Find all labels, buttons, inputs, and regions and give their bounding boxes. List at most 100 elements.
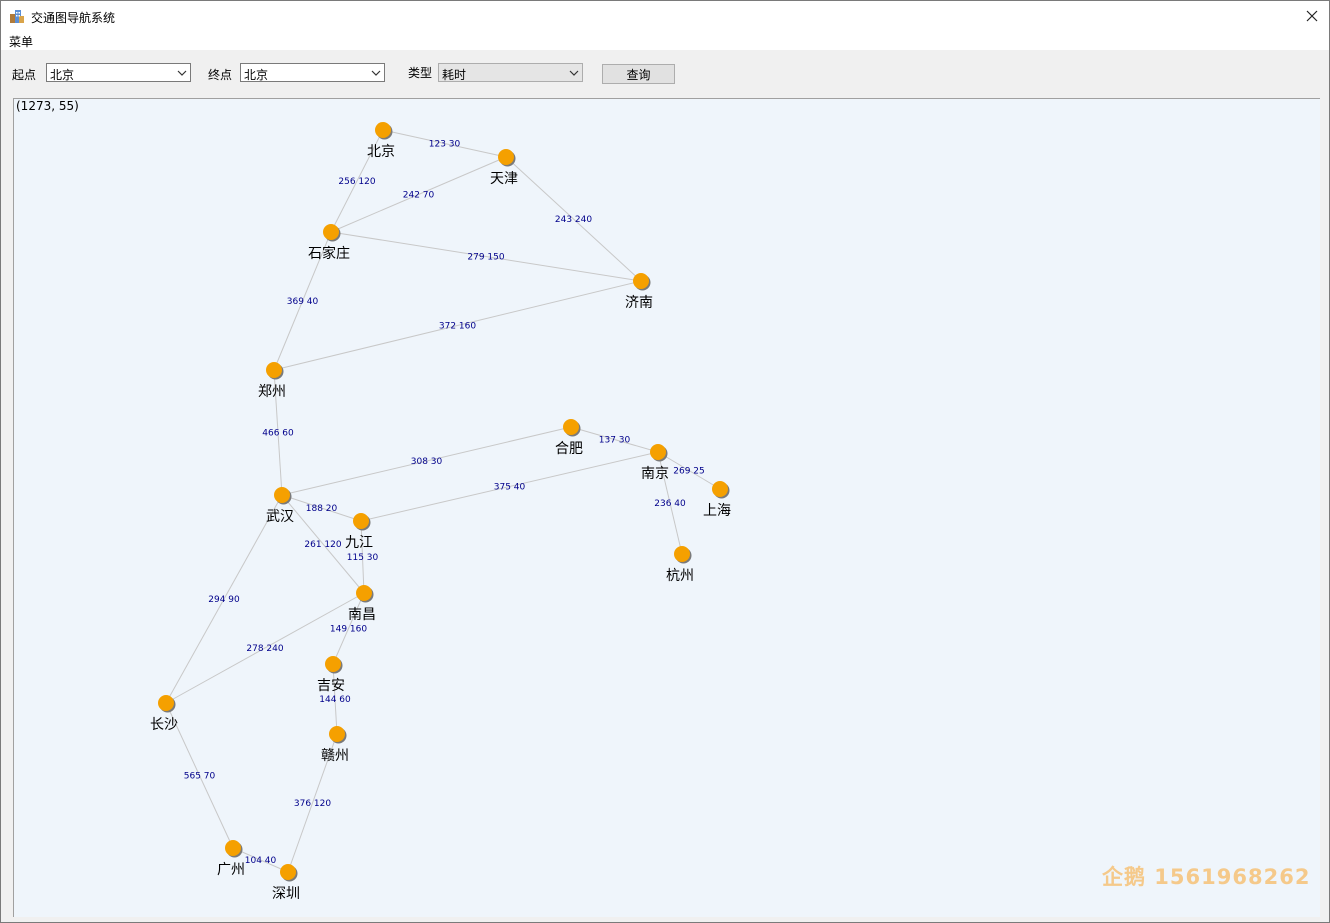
query-button[interactable]: 查询	[602, 64, 675, 84]
city-label: 上海	[703, 503, 731, 519]
city-node[interactable]: 石家庄	[308, 224, 350, 262]
type-label: 类型	[408, 66, 433, 80]
route-edge	[273, 280, 642, 371]
route-edge	[332, 592, 365, 665]
end-select[interactable]: 北京	[240, 63, 385, 82]
route-edge-label: 372 160	[439, 322, 476, 332]
end-label: 终点	[208, 68, 233, 82]
chevron-down-icon	[177, 70, 187, 76]
type-select[interactable]: 耗时	[438, 63, 583, 82]
city-node[interactable]: 北京	[367, 122, 395, 160]
end-select-value: 北京	[244, 68, 269, 82]
coordinate-readout: (1273, 55)	[16, 99, 79, 113]
route-edge-label: 236 40	[654, 499, 686, 509]
city-node-dot[interactable]	[356, 585, 372, 601]
route-edge-label: 188 20	[306, 504, 338, 514]
city-node[interactable]: 济南	[625, 273, 653, 311]
city-node[interactable]: 南昌	[348, 585, 376, 623]
city-node[interactable]: 赣州	[321, 726, 349, 764]
city-node-dot[interactable]	[280, 864, 296, 880]
type-select-value: 耗时	[442, 68, 467, 82]
city-node-dot[interactable]	[674, 546, 690, 562]
route-edge-label: 294 90	[208, 595, 240, 605]
route-edge-label: 144 60	[319, 695, 351, 705]
route-edge	[273, 369, 283, 496]
route-edge	[281, 494, 362, 522]
route-edge-label: 256 120	[338, 177, 375, 187]
city-label: 吉安	[317, 678, 345, 694]
window-title: 交通图导航系统	[31, 11, 116, 25]
city-label: 长沙	[150, 717, 178, 733]
city-node-dot[interactable]	[158, 695, 174, 711]
city-node-dot[interactable]	[498, 149, 514, 165]
city-node-dot[interactable]	[329, 726, 345, 742]
city-label: 赣州	[321, 748, 349, 764]
menu-item-main[interactable]: 菜单	[9, 35, 34, 49]
route-edge	[657, 451, 721, 490]
start-select-value: 北京	[50, 68, 75, 82]
city-node-dot[interactable]	[325, 656, 341, 672]
city-node-dot[interactable]	[650, 444, 666, 460]
route-edge-label: 375 40	[494, 483, 526, 493]
close-icon	[1306, 10, 1318, 22]
city-label: 石家庄	[308, 245, 350, 262]
route-edge	[330, 129, 384, 233]
city-node[interactable]: 广州	[217, 840, 245, 878]
route-edge	[165, 702, 234, 849]
city-node-dot[interactable]	[563, 419, 579, 435]
city-label: 合肥	[555, 441, 583, 457]
close-button[interactable]	[1295, 1, 1329, 31]
city-node-dot[interactable]	[274, 487, 290, 503]
title-bar: 交通图导航系统	[1, 1, 1329, 31]
city-node-dot[interactable]	[266, 362, 282, 378]
route-edge-label: 466 60	[262, 429, 294, 439]
city-node[interactable]: 九江	[345, 513, 373, 551]
route-edge	[273, 231, 332, 371]
city-node[interactable]: 上海	[703, 481, 731, 519]
city-label: 南京	[641, 466, 669, 482]
city-node[interactable]: 武汉	[266, 487, 294, 525]
route-edge	[570, 426, 659, 453]
city-node[interactable]: 郑州	[258, 362, 286, 400]
city-node-dot[interactable]	[712, 481, 728, 497]
city-label: 济南	[625, 295, 653, 311]
city-label: 武汉	[266, 509, 294, 525]
city-node[interactable]: 深圳	[272, 864, 300, 902]
city-label: 深圳	[272, 886, 300, 902]
route-edge	[165, 494, 283, 704]
city-label: 广州	[217, 862, 245, 878]
city-node[interactable]: 吉安	[317, 656, 345, 694]
toolbar: 起点 北京 终点 北京 类型 耗时 查询	[1, 50, 1329, 97]
route-edge-label: 308 30	[411, 457, 443, 467]
route-edge-label: 149 160	[330, 625, 367, 635]
city-node-dot[interactable]	[225, 840, 241, 856]
city-node-dot[interactable]	[375, 122, 391, 138]
chevron-down-icon	[569, 70, 579, 76]
city-node[interactable]: 南京	[641, 444, 669, 482]
city-node-dot[interactable]	[633, 273, 649, 289]
city-node[interactable]: 杭州	[666, 546, 694, 584]
city-node[interactable]: 合肥	[555, 419, 583, 457]
route-edge-label: 115 30	[347, 553, 379, 563]
city-node-dot[interactable]	[353, 513, 369, 529]
city-node[interactable]: 长沙	[150, 695, 178, 733]
route-edge	[232, 847, 289, 873]
route-edge-label: 278 240	[246, 644, 283, 654]
route-edge	[281, 426, 572, 496]
route-edge	[330, 231, 642, 282]
city-node-dot[interactable]	[323, 224, 339, 240]
start-select[interactable]: 北京	[46, 63, 191, 82]
route-edge-label: 376 120	[294, 799, 331, 809]
city-node[interactable]: 天津	[490, 149, 518, 187]
watermark: 企鹅 1561968262	[1102, 865, 1311, 889]
route-edge-label: 261 120	[304, 540, 341, 550]
city-label: 北京	[367, 144, 395, 160]
city-label: 郑州	[258, 384, 286, 400]
route-edge-label: 104 40	[245, 856, 277, 866]
route-edge-label: 269 25	[673, 467, 705, 477]
route-edge	[360, 520, 365, 594]
route-edge	[165, 592, 365, 704]
